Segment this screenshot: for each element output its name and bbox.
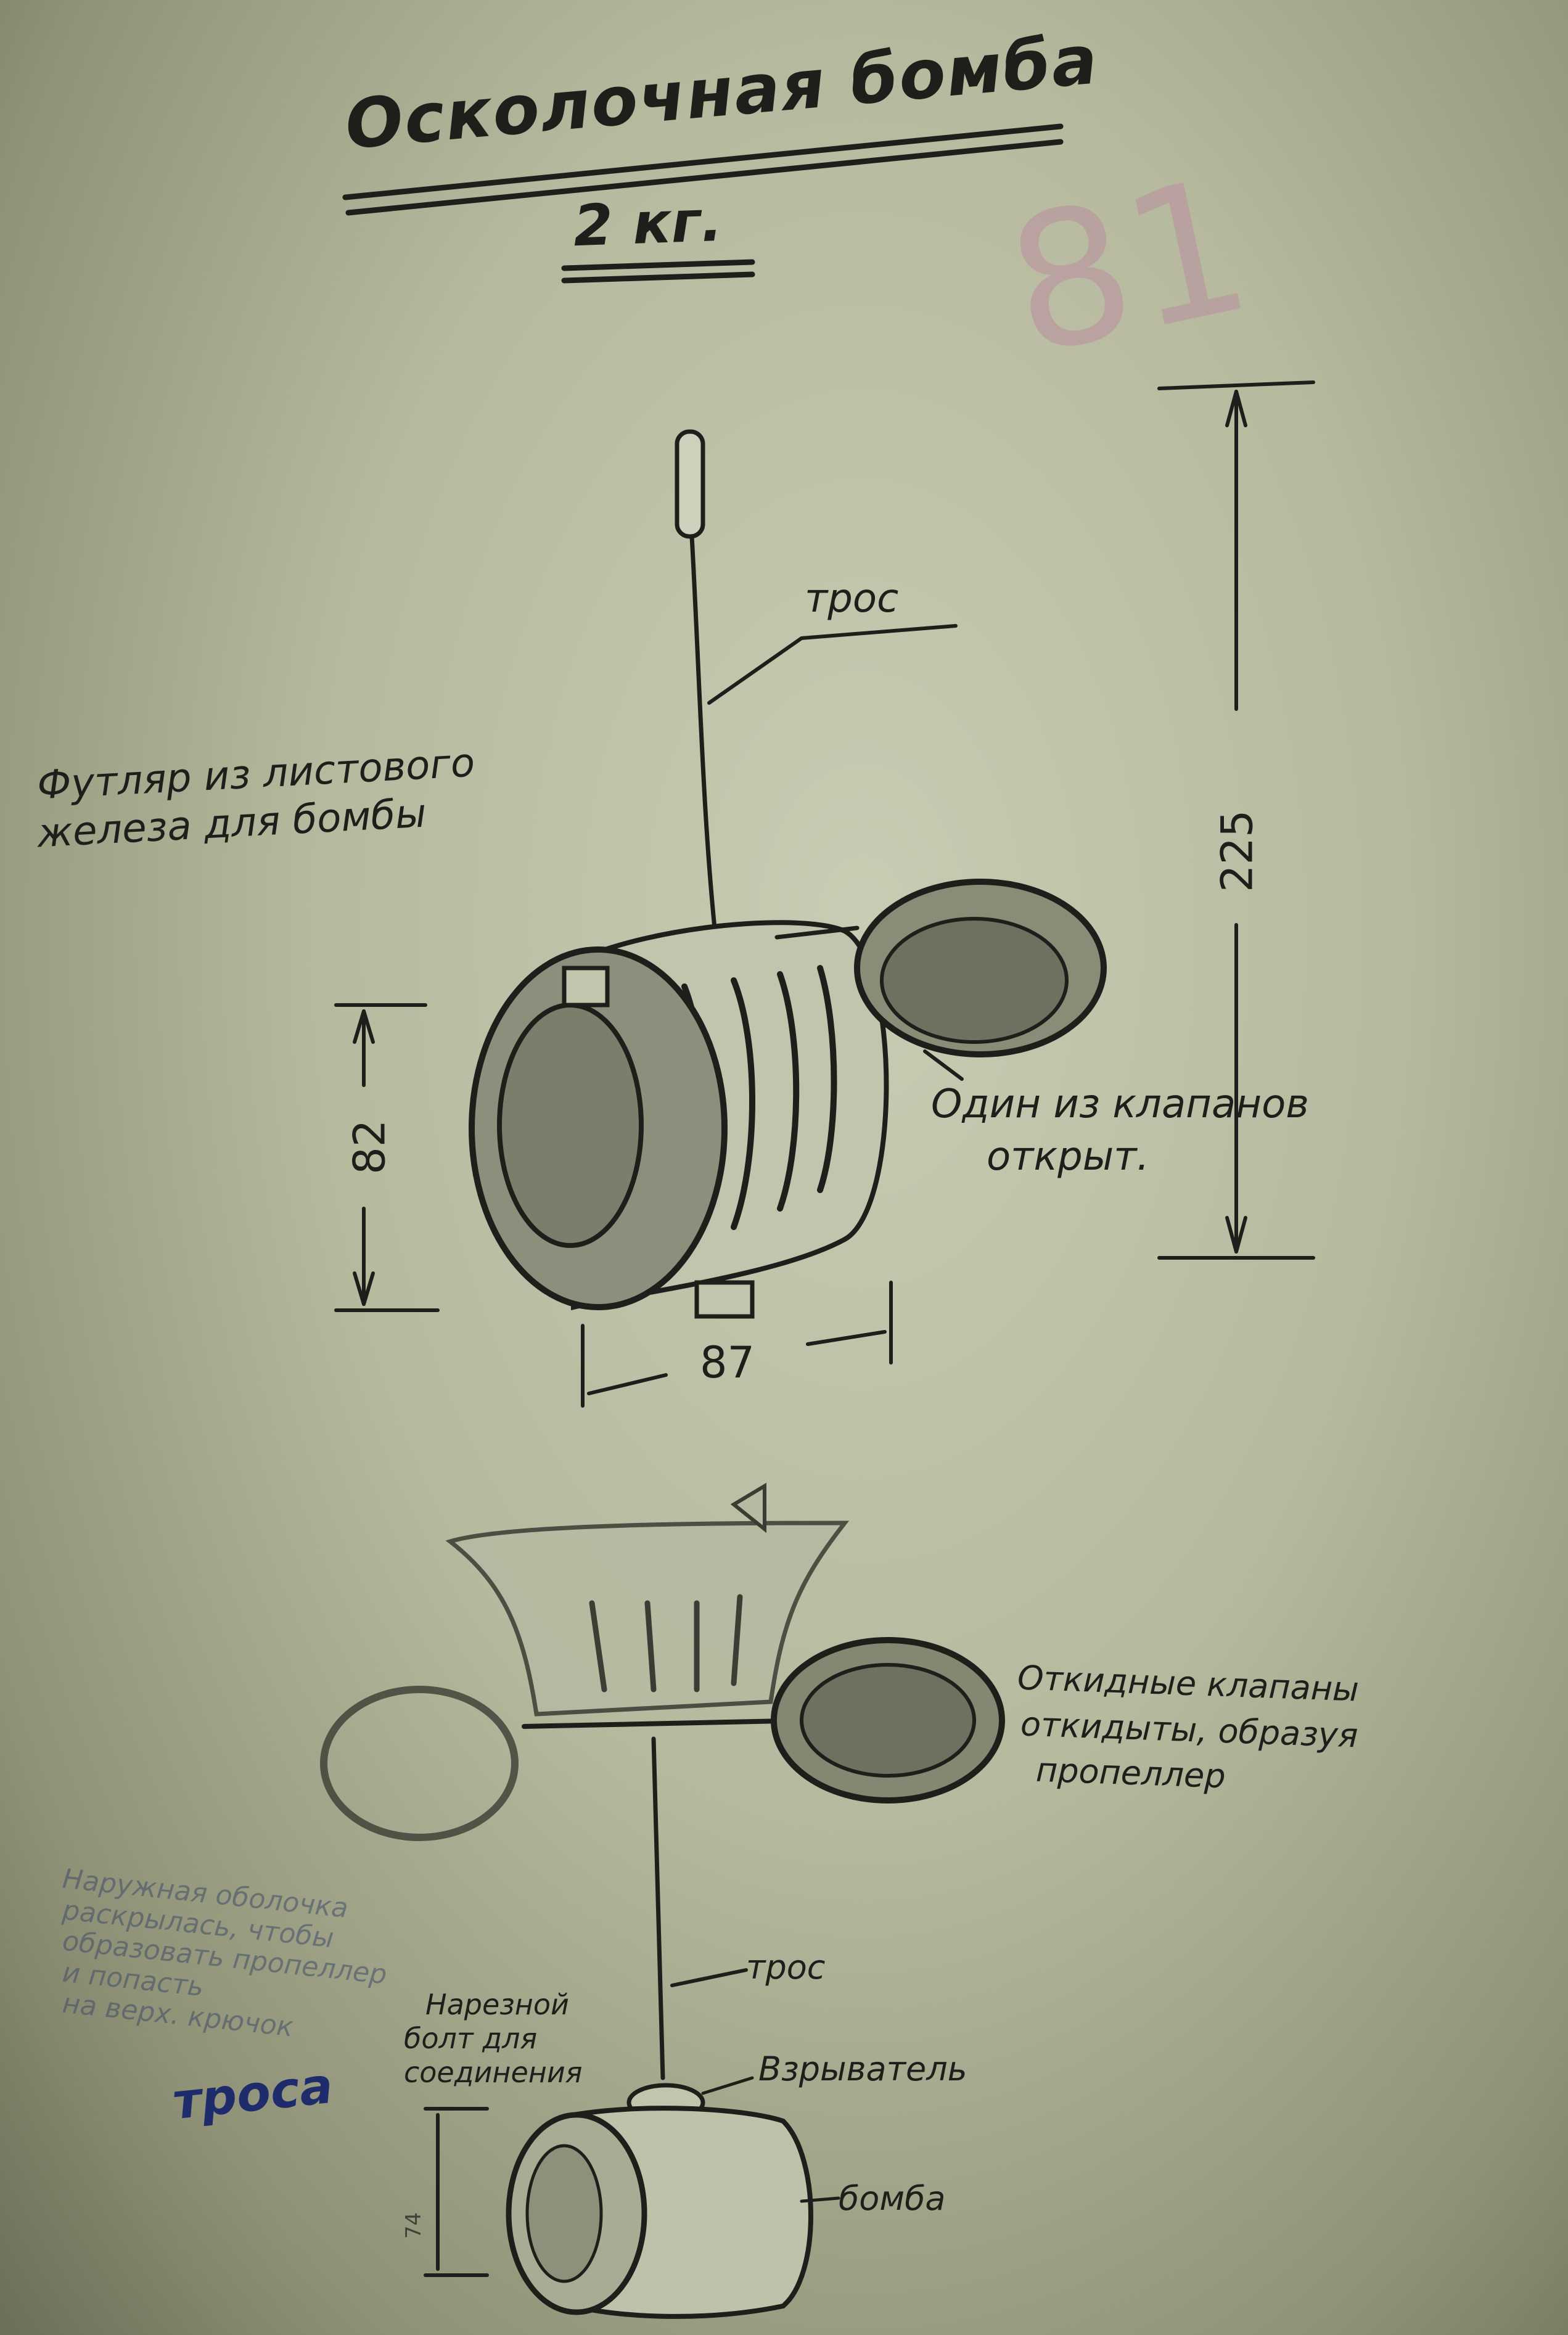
canister-lug (694, 1280, 755, 1319)
cable-label-upper: трос (805, 576, 899, 622)
shell-lower-figure (320, 1482, 1005, 2319)
valve-label-line1: Один из клапанов (931, 1081, 1309, 1127)
shell-top-hinge (730, 1482, 766, 1533)
left-propeller-ring (320, 1686, 519, 1841)
cable (689, 534, 721, 964)
dimension-width: 87 (700, 1337, 755, 1388)
shell-slots (589, 1594, 743, 1693)
valve-leader (923, 1049, 964, 1081)
title-underline (342, 123, 1064, 284)
propeller-hub (522, 1718, 816, 1729)
fuze-leader (701, 2076, 754, 2095)
cable-fitting (675, 429, 705, 539)
dimension-overall: 225 (1212, 810, 1263, 893)
bomb-label: бомба (839, 2179, 946, 2218)
dimension-bomb-height: 74 (401, 2212, 427, 2239)
valve-label-line2: открыт. (987, 1134, 1149, 1180)
document-subtitle: 2 кг. (572, 187, 724, 260)
cable-leader (707, 624, 958, 705)
dimension-height: 82 (344, 1119, 395, 1175)
canister-hinge (562, 966, 610, 1007)
cable-label-lower: трос (746, 1948, 826, 1987)
fuze-label: Взрыватель (758, 2050, 967, 2088)
bolt-label-line1: Нарезной (425, 1988, 569, 2021)
shell-note: Наружная оболочка раскрылась, чтобы обра… (61, 1863, 388, 2043)
dimension-lines (334, 380, 1315, 2277)
canister-end-cap (497, 1003, 644, 1248)
bomb-nose-inner (525, 2144, 603, 2283)
bolt-label-line2: болт для (404, 2022, 538, 2055)
valve-arm (774, 925, 860, 940)
valves-label-line3: пропеллер (1035, 1750, 1226, 1796)
lower-cable-leader (670, 1968, 748, 1987)
canister-upper-figure (469, 429, 1107, 1319)
lower-cable (651, 1736, 665, 2080)
right-propeller-flap-inner (800, 1663, 976, 1778)
bolt-label-line3: соединения (404, 2056, 583, 2089)
bomb-leader (800, 2196, 840, 2203)
open-valve-flap-inner (880, 917, 1069, 1044)
